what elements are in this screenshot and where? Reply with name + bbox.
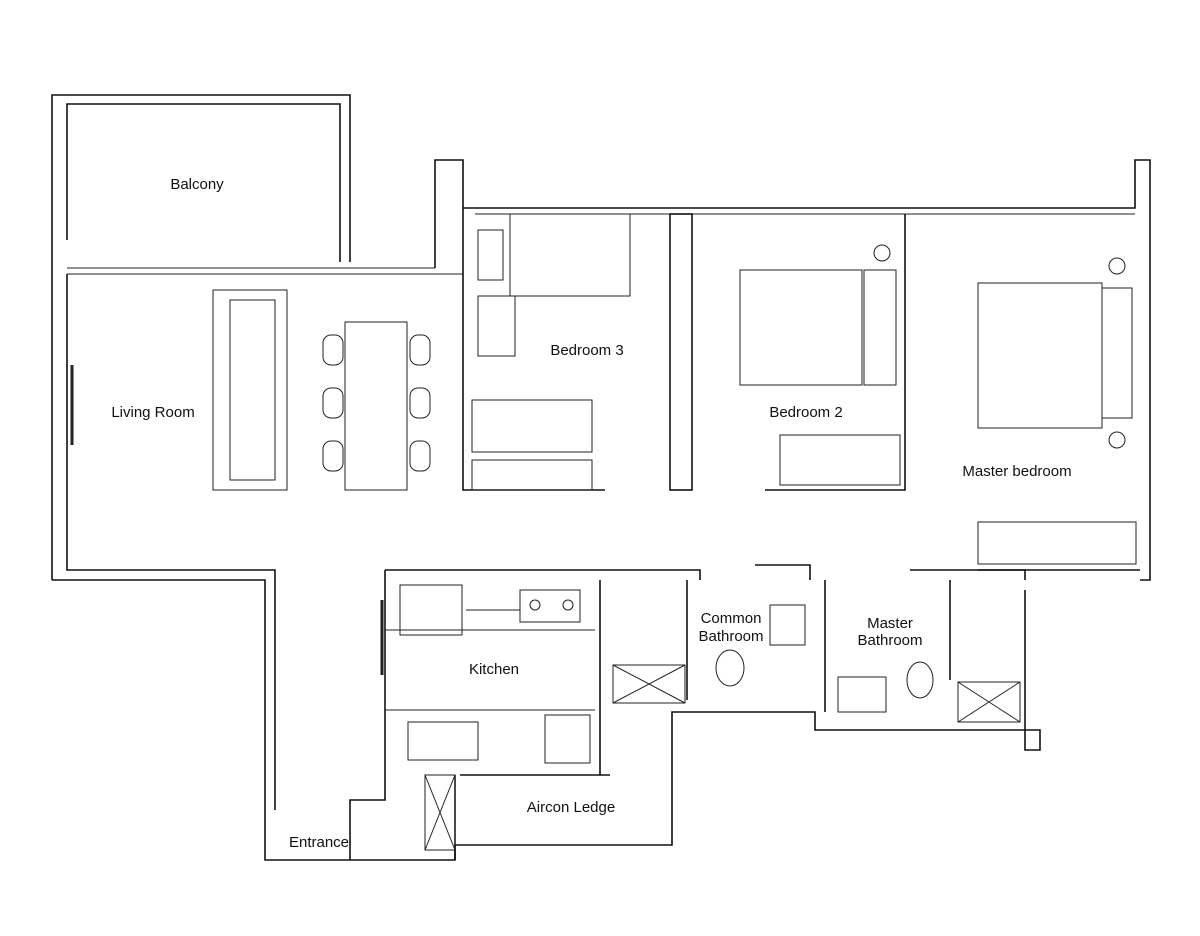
label-aircon-ledge: Aircon Ledge xyxy=(527,799,615,816)
room-labels: Balcony Living Room Bedroom 3 Bedroom 2 … xyxy=(111,176,1071,851)
label-entrance: Entrance xyxy=(289,834,349,851)
label-common-bathroom-line1: Common xyxy=(701,610,762,627)
label-master-bathroom-line2: Bathroom xyxy=(857,632,922,649)
furniture xyxy=(70,213,1137,851)
label-common-bathroom-line2: Bathroom xyxy=(698,628,763,645)
label-master-bedroom: Master bedroom xyxy=(962,463,1071,480)
label-balcony: Balcony xyxy=(170,176,224,193)
label-kitchen: Kitchen xyxy=(469,661,519,678)
walls xyxy=(51,94,1151,861)
label-living-room: Living Room xyxy=(111,404,194,421)
label-bedroom-3: Bedroom 3 xyxy=(550,342,623,359)
label-bedroom-2: Bedroom 2 xyxy=(769,404,842,421)
label-master-bathroom-line1: Master xyxy=(867,615,913,632)
